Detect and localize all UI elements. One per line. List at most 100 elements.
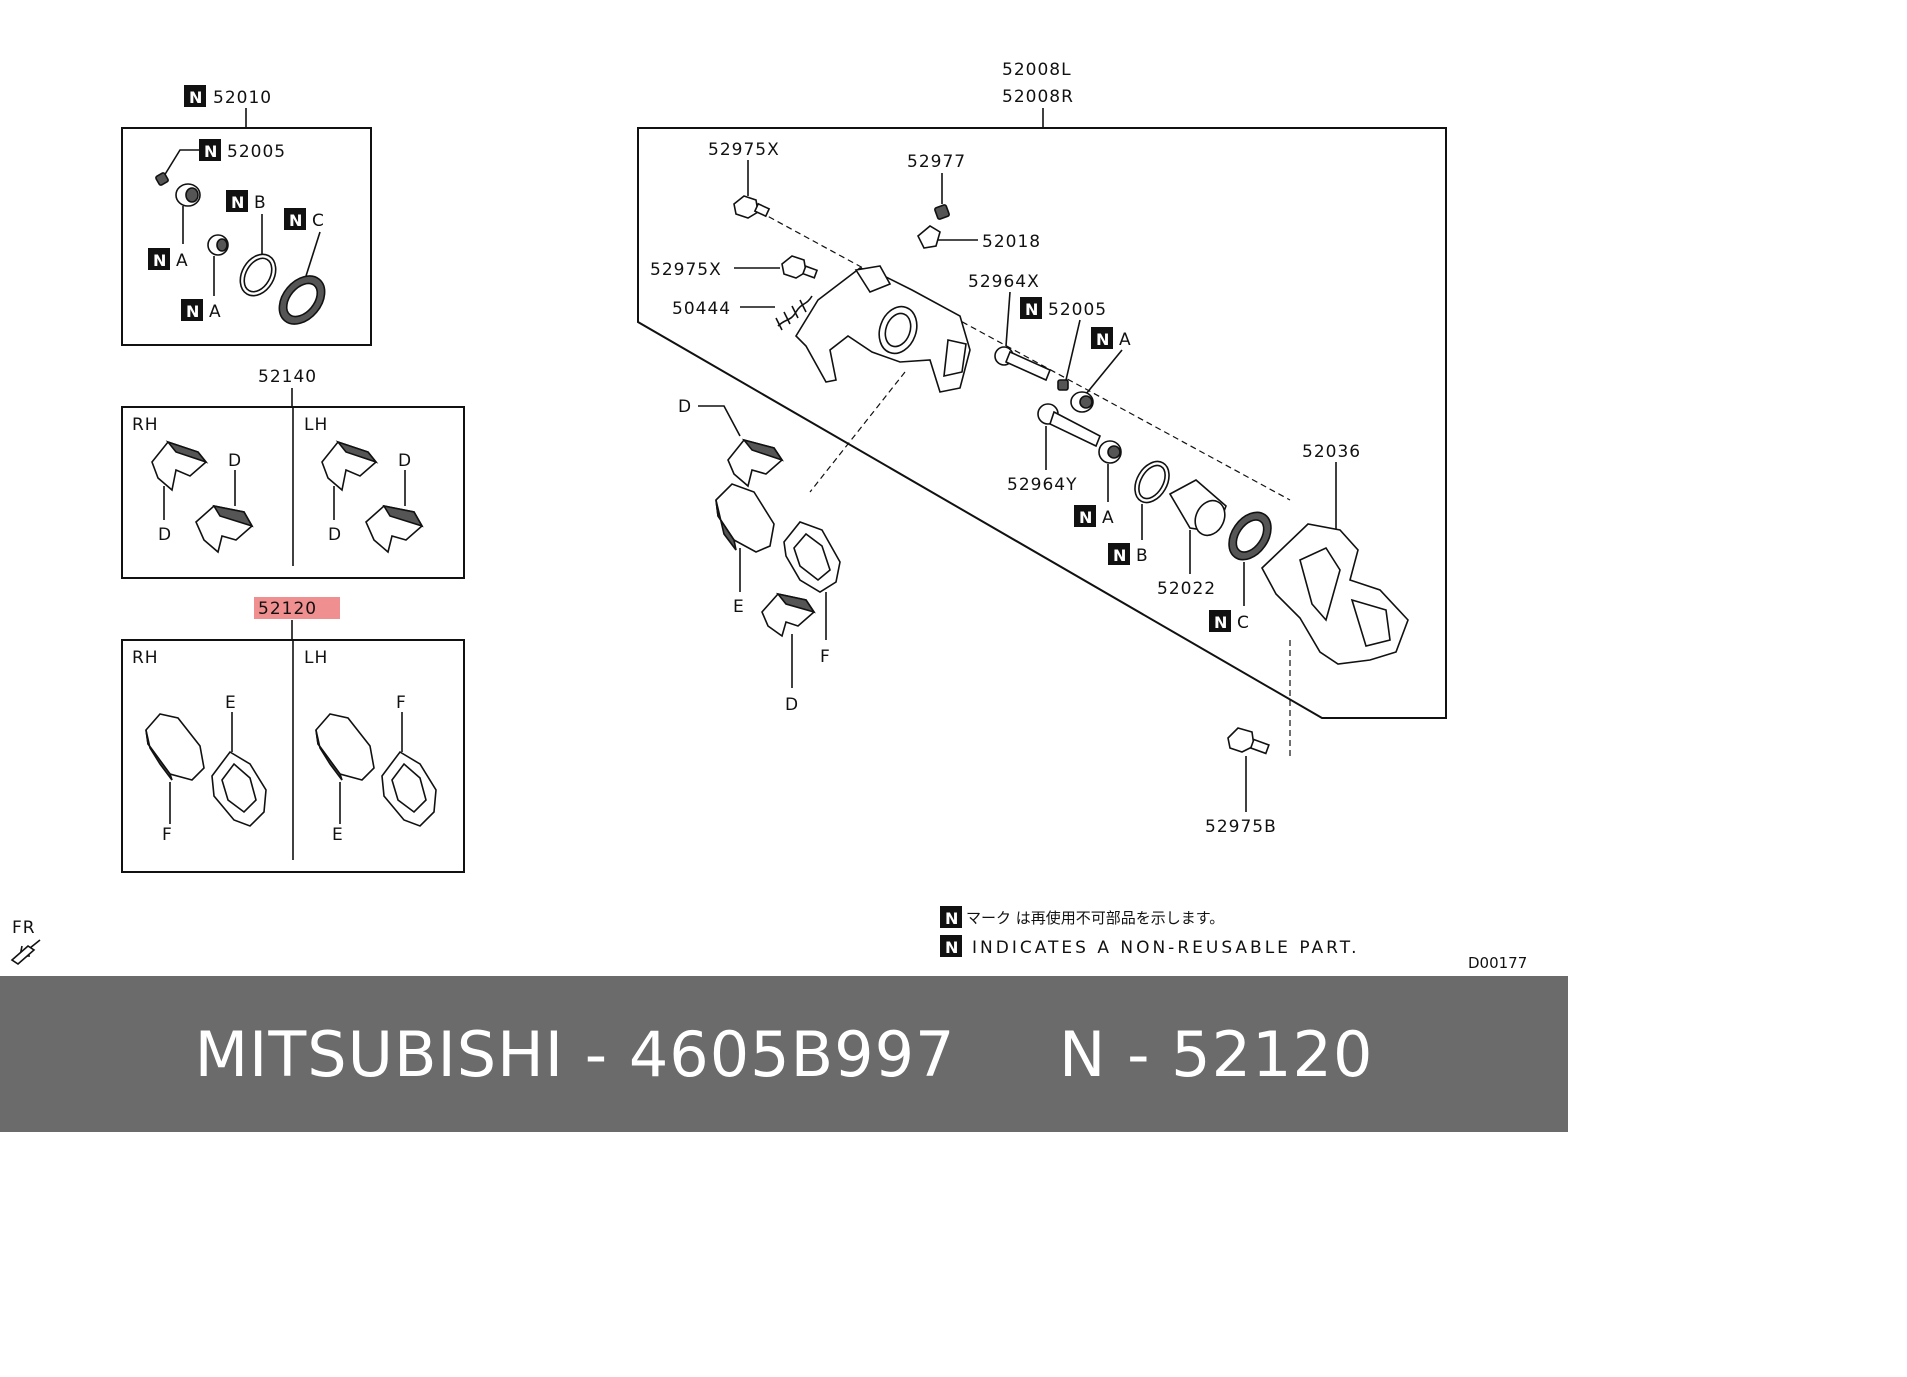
piston-seal-b-icon	[239, 253, 277, 297]
brake-pad-icon	[783, 521, 841, 593]
parts-diagram: N 52010 N 52005 N A N A N B	[10, 60, 1527, 972]
brake-pad-icon	[315, 713, 375, 781]
bleeder-cap-icon	[1057, 379, 1069, 391]
svg-text:E: E	[332, 825, 344, 845]
brake-pad-icon	[145, 713, 205, 781]
svg-text:N: N	[945, 938, 958, 957]
non-reusable-mark	[184, 85, 206, 107]
svg-text:D: D	[158, 525, 172, 545]
svg-text:D: D	[228, 451, 242, 471]
svg-text:F: F	[162, 825, 173, 845]
svg-text:D: D	[328, 525, 342, 545]
pad-clip-icon	[195, 504, 254, 554]
svg-text:50444: 50444	[672, 299, 731, 319]
svg-text:N: N	[1214, 613, 1227, 632]
pad-clip-icon	[761, 592, 816, 638]
label-52005: 52005	[227, 142, 286, 162]
bleeder-cap-icon	[155, 172, 169, 186]
svg-text:52022: 52022	[1157, 579, 1216, 599]
brake-pad-icon	[715, 483, 775, 553]
front-direction-indicator: FR	[10, 918, 41, 966]
svg-text:52018: 52018	[982, 232, 1041, 252]
svg-text:52964X: 52964X	[968, 272, 1040, 292]
footer-bar: MITSUBISHI - 4605B997 N - 52120	[0, 976, 1568, 1132]
svg-text:F: F	[820, 647, 831, 667]
guide-pin-icon	[994, 346, 1052, 382]
svg-text:E: E	[225, 693, 237, 713]
bleeder-screw-icon	[917, 225, 941, 249]
svg-text:B: B	[1136, 546, 1149, 566]
pad-clip-icon	[151, 440, 209, 492]
svg-text:N: N	[1079, 508, 1092, 527]
pad-clip-icon	[365, 504, 424, 554]
kit-52140-number: 52140	[258, 367, 317, 387]
svg-text:52036: 52036	[1302, 442, 1361, 462]
caliper-assembly: 52008L 52008R 52975X 52977 52018 52975X	[637, 60, 1447, 837]
label-52008l: 52008L	[1002, 60, 1072, 80]
svg-text:LH: LH	[304, 415, 328, 435]
brake-pad-icon	[381, 750, 437, 827]
svg-text:C: C	[312, 211, 325, 231]
boot-a-icon	[1070, 391, 1094, 413]
svg-text:52975B: 52975B	[1205, 817, 1277, 837]
svg-text:E: E	[733, 597, 745, 617]
kit-52140: 52140 RH LH D D D D	[121, 367, 465, 579]
fr-label: FR	[12, 918, 36, 938]
svg-text:A: A	[209, 302, 222, 322]
part-number-caption: MITSUBISHI - 4605B997 N - 52120	[194, 1017, 1374, 1091]
svg-text:N: N	[153, 251, 166, 270]
svg-text:N: N	[204, 142, 217, 161]
kit-52010-number: 52010	[213, 88, 272, 108]
brake-pad-icon	[211, 750, 267, 827]
boot-a2-icon	[1098, 440, 1122, 464]
svg-text:D: D	[785, 695, 799, 715]
piston-seal-b-icon	[1134, 460, 1170, 504]
svg-text:52005: 52005	[1048, 300, 1107, 320]
diagram-code: D00177	[1468, 954, 1527, 972]
svg-text:52977: 52977	[907, 152, 966, 172]
pad-clip-icon	[727, 438, 784, 488]
svg-text:N: N	[1025, 300, 1038, 319]
caliper-body-icon	[794, 265, 971, 393]
n-mark-char: N	[189, 88, 202, 107]
kit-52010-frame	[121, 127, 372, 346]
spring-icon	[775, 295, 813, 331]
svg-text:A: A	[176, 251, 189, 271]
svg-text:52975X: 52975X	[650, 260, 722, 280]
svg-text:RH: RH	[132, 415, 159, 435]
svg-text:A: A	[1119, 330, 1132, 350]
svg-text:N: N	[945, 909, 958, 928]
pad-clip-icon	[321, 440, 379, 492]
guide-bolt-icon	[781, 255, 819, 279]
bleeder-cap-icon	[934, 204, 950, 220]
legend: N マーク は再使用不可部品を示します。 N INDICATES A NON-R…	[940, 906, 1356, 958]
svg-text:A: A	[1102, 508, 1115, 528]
guide-pin-icon	[1037, 403, 1102, 448]
svg-text:N: N	[1096, 330, 1109, 349]
svg-text:52975X: 52975X	[708, 140, 780, 160]
svg-text:B: B	[254, 193, 267, 213]
dust-seal-c-icon	[278, 275, 326, 325]
kit-52120: 52120 RH LH F E E F	[121, 597, 465, 873]
svg-text:N: N	[231, 193, 244, 212]
highlight-52120	[254, 597, 340, 619]
caliper-bracket-icon	[1261, 523, 1409, 665]
kit-52120-number: 52120	[258, 599, 317, 619]
guide-bolt-icon	[733, 195, 771, 219]
dust-seal-c-icon	[1228, 511, 1272, 561]
svg-text:N: N	[289, 211, 302, 230]
svg-text:52964Y: 52964Y	[1007, 475, 1077, 495]
assembly-frame	[637, 127, 1447, 719]
boot-a-icon	[175, 183, 201, 207]
boot-a2-icon	[207, 234, 229, 256]
label-52008r: 52008R	[1002, 87, 1074, 107]
svg-text:N: N	[186, 302, 199, 321]
svg-text:LH: LH	[304, 648, 328, 668]
piston-icon	[1168, 479, 1227, 537]
svg-text:C: C	[1237, 613, 1250, 633]
svg-text:D: D	[678, 397, 692, 417]
legend-japanese: マーク は再使用不可部品を示します。	[966, 909, 1224, 927]
svg-text:D: D	[398, 451, 412, 471]
svg-text:RH: RH	[132, 648, 159, 668]
svg-text:N: N	[1113, 546, 1126, 565]
